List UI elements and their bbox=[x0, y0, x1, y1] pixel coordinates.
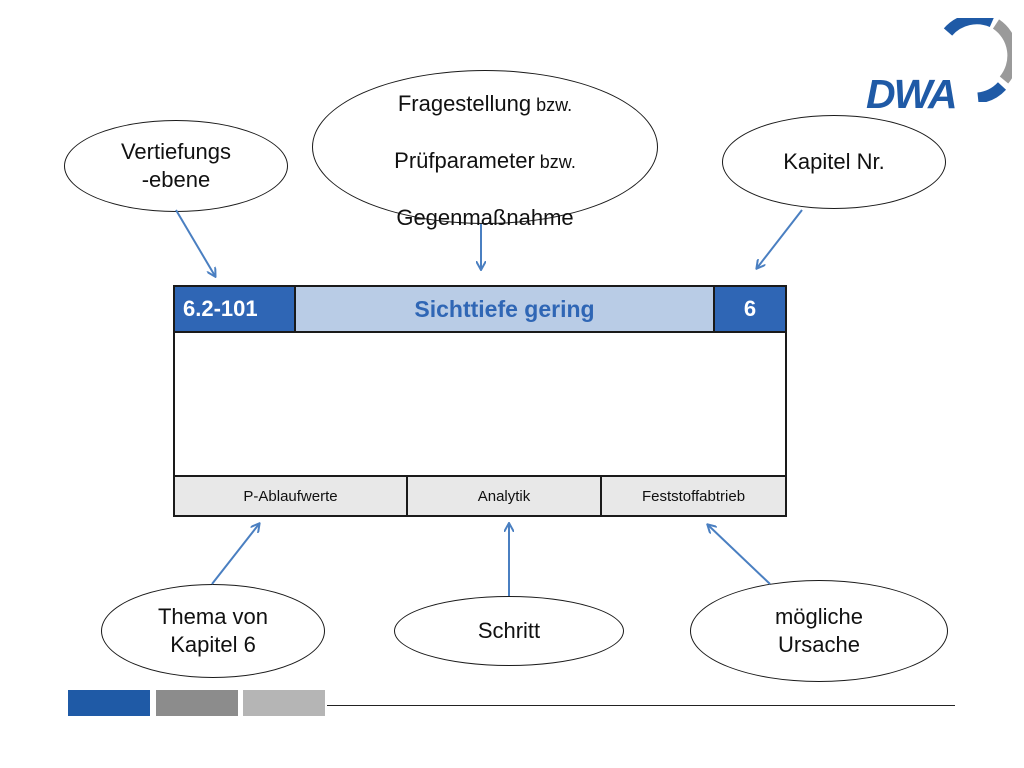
footer-schritt: Analytik bbox=[408, 477, 602, 515]
bubble-kapitel-nr: Kapitel Nr. bbox=[722, 115, 946, 209]
bubble-thema: Thema von Kapitel 6 bbox=[101, 584, 325, 678]
frage-line3: Gegenmaßnahme bbox=[396, 205, 574, 230]
arrow-ursache bbox=[708, 525, 771, 585]
footer-ursache: Feststoffabtrieb bbox=[641, 487, 746, 505]
arrow-vertiefung bbox=[175, 209, 215, 276]
measure-card: 6.2-101 Sichttiefe gering 6 P-Ablaufwert… bbox=[173, 285, 787, 517]
footer-bar-blue bbox=[68, 690, 150, 716]
arrow-kapitel-nr bbox=[757, 209, 803, 268]
card-footer: P-Ablaufwerte Analytik Feststoffabtrieb bbox=[175, 475, 785, 515]
frage-line1-suffix: bzw. bbox=[531, 95, 573, 115]
bubble-ursache: mögliche Ursache bbox=[690, 580, 948, 682]
card-id: 6.2-101 bbox=[175, 287, 296, 331]
footer-bar-grey bbox=[156, 690, 238, 716]
bubble-vertiefungsebene: Vertiefungs -ebene bbox=[64, 120, 288, 212]
bubble-fragestellung: Fragestellung bzw. Prüfparameter bzw. Ge… bbox=[312, 70, 658, 230]
card-title: Sichttiefe gering bbox=[296, 287, 715, 331]
card-body bbox=[175, 333, 785, 477]
footer-bar-light bbox=[243, 690, 325, 716]
arrow-thema bbox=[211, 524, 259, 585]
frage-line1: Fragestellung bbox=[397, 91, 532, 116]
footer-thema: P-Ablaufwerte bbox=[175, 477, 408, 515]
bubble-schritt: Schritt bbox=[394, 596, 624, 666]
frage-line2: Prüfparameter bbox=[394, 148, 535, 173]
footer-line bbox=[327, 705, 955, 706]
dwa-logo: DWA bbox=[866, 13, 1019, 116]
card-header: 6.2-101 Sichttiefe gering 6 bbox=[175, 287, 785, 333]
card-chapter: 6 bbox=[715, 287, 785, 331]
frage-line2-suffix: bzw. bbox=[534, 152, 576, 172]
logo-text: DWA bbox=[866, 71, 958, 117]
